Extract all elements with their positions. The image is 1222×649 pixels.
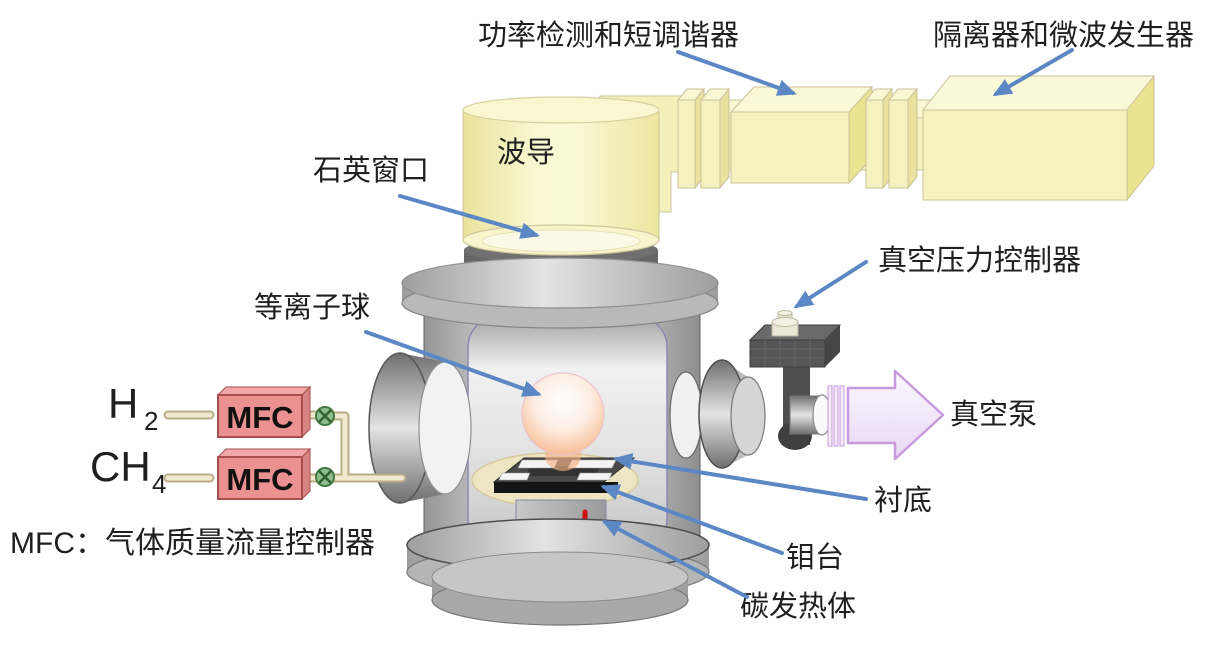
mfc-box-h2: MFC xyxy=(216,385,312,439)
mfc-label-h2: MFC xyxy=(226,400,293,435)
svg-text:CH: CH xyxy=(90,443,151,490)
label-quartz-window: 石英窗口 xyxy=(313,154,429,187)
chamber-base xyxy=(431,551,689,626)
label-plasma-ball: 等离子球 xyxy=(254,291,370,324)
arrow-plasma-ball xyxy=(364,330,542,397)
arrow-power-tuner xyxy=(676,50,797,96)
arrow-molybdenum-stage xyxy=(600,484,784,555)
microwave-generator-box xyxy=(921,74,1156,202)
arrow-isolator-generator xyxy=(992,48,1074,97)
svg-text:H: H xyxy=(108,380,138,427)
waveguide-flange-pair-2 xyxy=(864,87,919,190)
vacuum-port xyxy=(669,359,766,469)
substrate-bar xyxy=(494,482,618,493)
arrow-carbon-heater xyxy=(601,520,749,599)
arrow-vacuum-controller xyxy=(793,260,868,309)
gas-label-h2: H 2 xyxy=(108,380,158,436)
label-carbon-heater: 碳发热体 xyxy=(740,590,856,623)
waveguide-cylinder xyxy=(462,96,660,256)
label-waveguide: 波导 xyxy=(497,136,555,169)
label-mfc-legend: MFC：气体质量流量控制器 xyxy=(10,527,375,560)
valve-outlet-nozzle xyxy=(789,394,832,436)
mfc-label-ch4: MFC xyxy=(226,462,293,497)
label-substrate: 衬底 xyxy=(874,484,932,517)
waveguide-flange-pair-1 xyxy=(676,87,731,190)
plasma-ball xyxy=(521,372,605,471)
vacuum-pump-arrow xyxy=(827,369,945,461)
leader-arrows xyxy=(364,48,1074,599)
label-isolator-generator: 隔离器和微波发生器 xyxy=(933,19,1194,52)
mfc-box-ch4: MFC xyxy=(216,447,312,501)
label-vacuum-controller: 真空压力控制器 xyxy=(878,244,1081,277)
valve-knob xyxy=(771,310,799,337)
gas-label-ch4: CH 4 xyxy=(90,443,166,499)
arrow-quartz-window xyxy=(398,194,540,239)
power-detector-tuner-box xyxy=(729,85,874,185)
svg-text:4: 4 xyxy=(152,469,166,499)
label-power-tuner: 功率检测和短调谐器 xyxy=(478,19,739,52)
gas-valve-h2 xyxy=(315,406,335,426)
arrow-substrate xyxy=(613,453,868,501)
chamber-top-flange xyxy=(401,257,719,329)
quartz-window xyxy=(462,224,660,256)
gas-inlet-port xyxy=(368,352,472,504)
svg-text:2: 2 xyxy=(144,406,158,436)
label-vacuum-pump: 真空泵 xyxy=(950,398,1037,431)
label-molybdenum-stage: 钼台 xyxy=(786,541,844,574)
gas-valve-ch4 xyxy=(315,467,335,487)
vacuum-pressure-controller-valve xyxy=(748,310,842,450)
